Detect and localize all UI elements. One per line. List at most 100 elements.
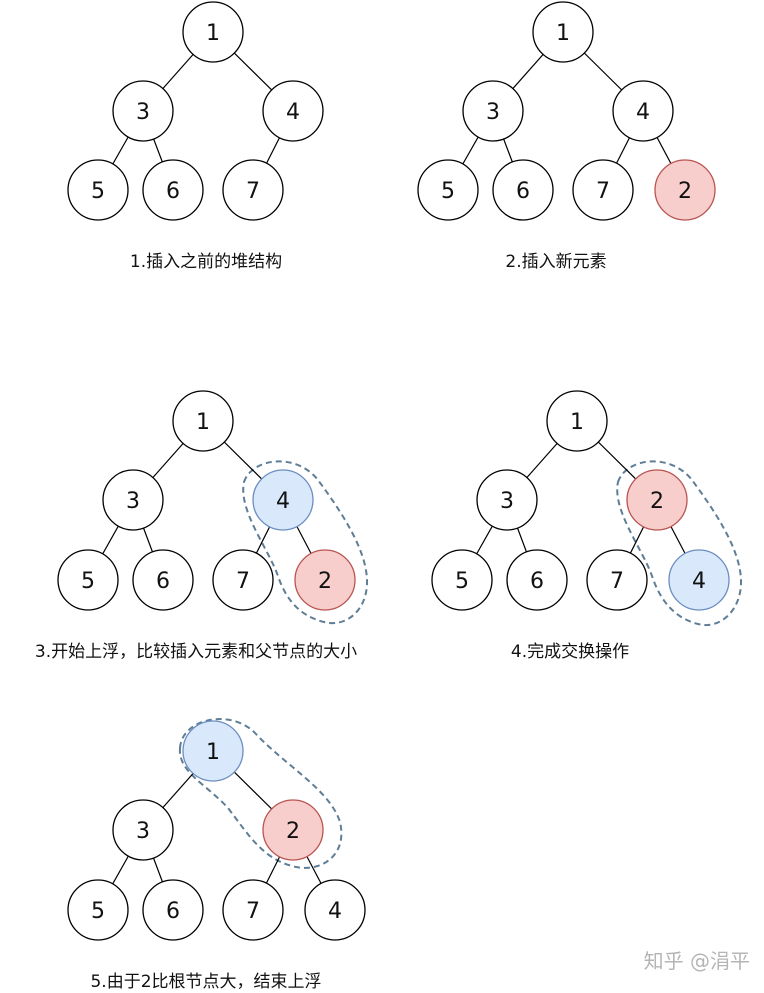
node-b: 3	[112, 799, 174, 861]
node-label: 2	[286, 819, 300, 844]
node-circle	[252, 469, 314, 531]
step-4: 1 3 2 5 6 7 4 4.完成交换操作	[431, 390, 743, 662]
node-circle	[172, 390, 234, 452]
node-label: 4	[276, 489, 290, 514]
node-g: 2	[294, 549, 356, 611]
node-label: 4	[636, 100, 650, 125]
node-label: 6	[166, 899, 180, 924]
node-label: 6	[156, 569, 170, 594]
node-label: 1	[206, 21, 220, 46]
node-d: 5	[431, 549, 493, 611]
node-circle	[462, 80, 524, 142]
node-circle	[506, 549, 568, 611]
node-b: 3	[476, 469, 538, 531]
compare-highlight-outline	[242, 460, 369, 625]
node-label: 1	[206, 740, 220, 765]
node-label: 4	[328, 899, 342, 924]
node-a: 1	[182, 720, 244, 782]
node-circle	[492, 159, 554, 221]
node-a: 1	[172, 390, 234, 452]
node-label: 5	[91, 179, 105, 204]
node-label: 7	[610, 569, 624, 594]
node-label: 2	[650, 489, 664, 514]
node-label: 5	[81, 569, 95, 594]
node-circle	[142, 159, 204, 221]
node-label: 3	[126, 489, 140, 514]
node-f: 7	[222, 879, 284, 941]
node-e: 6	[132, 549, 194, 611]
node-c: 4	[612, 80, 674, 142]
node-b: 3	[102, 469, 164, 531]
node-label: 3	[136, 100, 150, 125]
node-f: 7	[572, 159, 634, 221]
node-circle	[294, 549, 356, 611]
step-caption: 1.插入之前的堆结构	[130, 252, 282, 272]
node-label: 4	[692, 569, 706, 594]
node-circle	[57, 549, 119, 611]
node-label: 3	[136, 819, 150, 844]
node-circle	[112, 80, 174, 142]
node-label: 7	[596, 179, 610, 204]
node-f: 7	[212, 549, 274, 611]
node-label: 1	[570, 410, 584, 435]
node-c: 4	[262, 80, 324, 142]
node-circle	[222, 159, 284, 221]
node-label: 6	[166, 179, 180, 204]
step-caption: 5.由于2比根节点大，结束上浮	[90, 972, 321, 992]
node-c: 4	[252, 469, 314, 531]
node-circle	[304, 879, 366, 941]
node-circle	[546, 390, 608, 452]
node-label: 7	[246, 179, 260, 204]
node-label: 3	[486, 100, 500, 125]
node-label: 3	[500, 489, 514, 514]
node-e: 6	[492, 159, 554, 221]
node-circle	[182, 1, 244, 63]
node-circle	[132, 549, 194, 611]
node-circle	[654, 159, 716, 221]
node-d: 5	[67, 159, 129, 221]
compare-highlight-outline	[616, 460, 743, 627]
node-d: 5	[67, 879, 129, 941]
node-f: 7	[222, 159, 284, 221]
step-5: 1 3 2 5 6 7 4 5.由于2比根节点大，结束上浮	[67, 718, 366, 992]
node-f: 7	[586, 549, 648, 611]
node-label: 7	[246, 899, 260, 924]
step-2: 1 3 4 5 6 7 2 2.插入新元素	[417, 1, 716, 272]
node-label: 6	[516, 179, 530, 204]
node-circle	[222, 879, 284, 941]
node-a: 1	[182, 1, 244, 63]
node-circle	[586, 549, 648, 611]
node-d: 5	[57, 549, 119, 611]
node-a: 1	[546, 390, 608, 452]
node-circle	[612, 80, 674, 142]
node-circle	[668, 549, 730, 611]
node-b: 3	[112, 80, 174, 142]
node-e: 6	[142, 879, 204, 941]
node-circle	[626, 469, 688, 531]
watermark: 知乎 @涓平	[644, 949, 750, 973]
node-g: 4	[304, 879, 366, 941]
node-circle	[532, 1, 594, 63]
node-label: 7	[236, 569, 250, 594]
node-label: 6	[530, 569, 544, 594]
compare-highlight-outline	[178, 718, 343, 869]
node-circle	[262, 799, 324, 861]
node-b: 3	[462, 80, 524, 142]
node-circle	[417, 159, 479, 221]
node-a: 1	[532, 1, 594, 63]
step-caption: 4.完成交换操作	[511, 642, 629, 662]
node-e: 6	[142, 159, 204, 221]
node-circle	[142, 879, 204, 941]
node-label: 1	[196, 410, 210, 435]
node-circle	[102, 469, 164, 531]
node-c: 2	[262, 799, 324, 861]
node-c: 2	[626, 469, 688, 531]
node-circle	[476, 469, 538, 531]
node-circle	[572, 159, 634, 221]
step-1: 1 3 4 5 6 7 1.插入之前的堆结构	[67, 1, 324, 272]
node-circle	[212, 549, 274, 611]
node-g: 2	[654, 159, 716, 221]
node-label: 5	[455, 569, 469, 594]
node-label: 4	[286, 100, 300, 125]
